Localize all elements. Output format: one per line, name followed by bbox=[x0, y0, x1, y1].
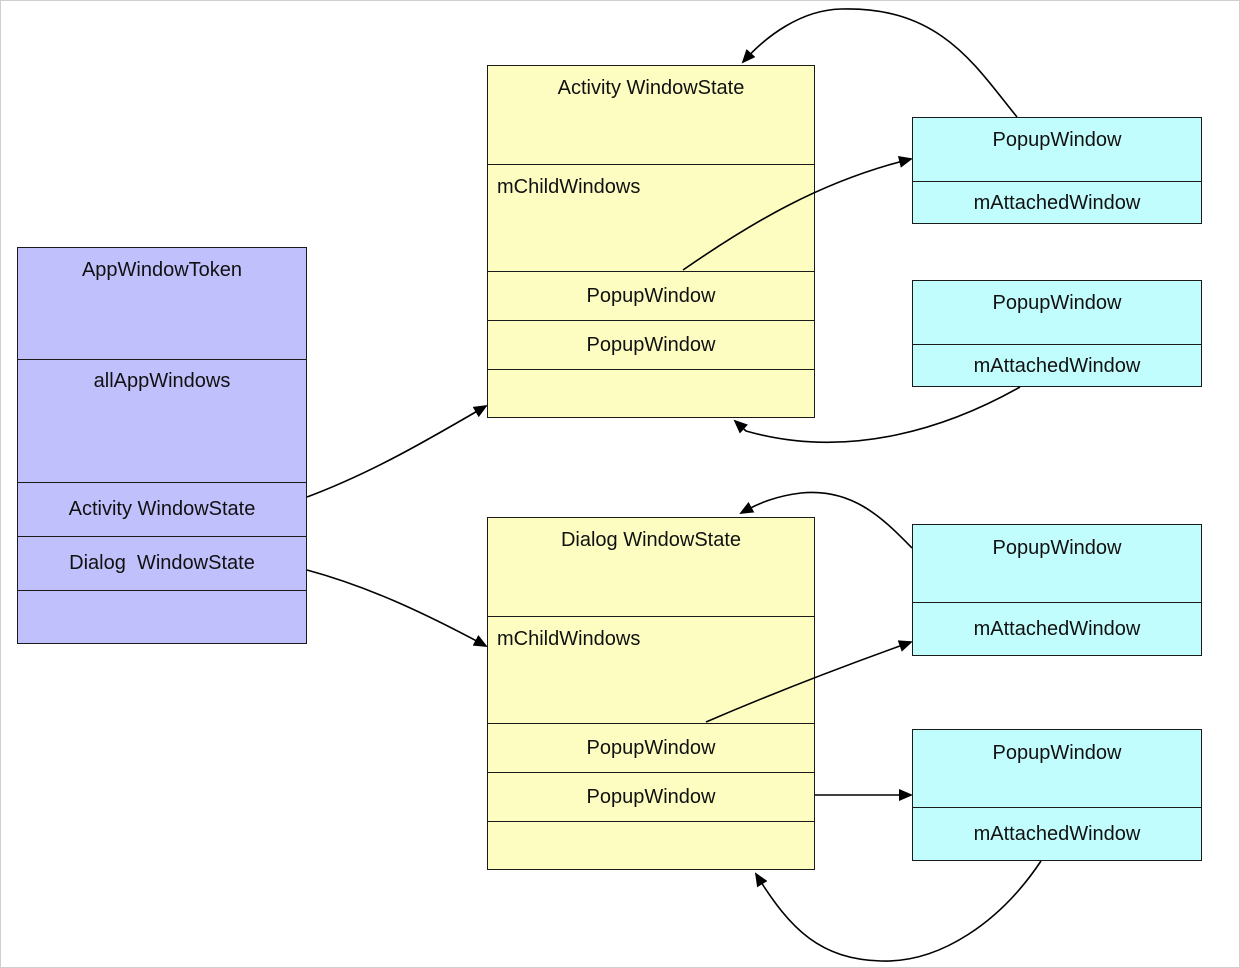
arrow-token-to-activity bbox=[306, 404, 488, 498]
app-window-token-box: AppWindowToken allAppWindows Activity Wi… bbox=[17, 247, 307, 644]
token-item-label: Dialog WindowState bbox=[69, 552, 255, 574]
activity-child-popup-1: PopupWindow bbox=[488, 271, 814, 320]
popup-title: PopupWindow bbox=[992, 292, 1122, 314]
activity-child-popup-2: PopupWindow bbox=[488, 320, 814, 369]
arrow-token-to-dialog bbox=[306, 569, 488, 647]
popup-window-box-3: PopupWindow mAttachedWindow bbox=[912, 524, 1202, 656]
activity-windowstate-box: Activity WindowState mChildWindows Popup… bbox=[487, 65, 815, 418]
popup-attached-window-label: mAttachedWindow bbox=[973, 192, 1141, 214]
dialog-state-title: Dialog WindowState bbox=[560, 529, 742, 551]
popup-attached-window-label: mAttachedWindow bbox=[973, 355, 1141, 377]
popup-title: PopupWindow bbox=[992, 742, 1122, 764]
token-item-dialog: Dialog WindowState bbox=[18, 536, 306, 590]
dialog-child-windows-cell: mChildWindows bbox=[488, 616, 814, 723]
popup-title-cell: PopupWindow bbox=[913, 730, 1201, 807]
dialog-empty-slot bbox=[488, 821, 814, 869]
token-title-cell: AppWindowToken bbox=[18, 248, 306, 359]
popup-attached-window-cell: mAttachedWindow bbox=[913, 602, 1201, 655]
popup-title-cell: PopupWindow bbox=[913, 525, 1201, 602]
token-empty-slot bbox=[18, 590, 306, 644]
popup-window-box-2: PopupWindow mAttachedWindow bbox=[912, 280, 1202, 387]
child-popup-label: PopupWindow bbox=[586, 786, 716, 808]
dialog-child-popup-2: PopupWindow bbox=[488, 772, 814, 821]
popup-window-box-4: PopupWindow mAttachedWindow bbox=[912, 729, 1202, 861]
popup-title: PopupWindow bbox=[992, 129, 1122, 151]
dialog-state-title-cell: Dialog WindowState bbox=[488, 518, 814, 616]
activity-child-windows-cell: mChildWindows bbox=[488, 164, 814, 271]
child-popup-label: PopupWindow bbox=[586, 285, 716, 307]
popup-attached-window-label: mAttachedWindow bbox=[973, 618, 1141, 640]
activity-empty-slot bbox=[488, 369, 814, 417]
popup-window-box-1: PopupWindow mAttachedWindow bbox=[912, 117, 1202, 224]
activity-state-title-cell: Activity WindowState bbox=[488, 66, 814, 164]
token-item-label: Activity WindowState bbox=[68, 498, 256, 520]
token-list-cell: allAppWindows bbox=[18, 359, 306, 482]
token-title: AppWindowToken bbox=[81, 259, 243, 281]
popup-attached-window-cell: mAttachedWindow bbox=[913, 344, 1201, 386]
popup-attached-window-label: mAttachedWindow bbox=[973, 823, 1141, 845]
arrow-popup-4-attached-to-dialog bbox=[754, 860, 1042, 962]
popup-attached-window-cell: mAttachedWindow bbox=[913, 181, 1201, 223]
dialog-windowstate-box: Dialog WindowState mChildWindows PopupWi… bbox=[487, 517, 815, 870]
activity-child-windows-label: mChildWindows bbox=[497, 176, 641, 198]
popup-title: PopupWindow bbox=[992, 537, 1122, 559]
dialog-child-windows-label: mChildWindows bbox=[497, 628, 641, 650]
token-item-activity: Activity WindowState bbox=[18, 482, 306, 536]
child-popup-label: PopupWindow bbox=[586, 334, 716, 356]
child-popup-label: PopupWindow bbox=[586, 737, 716, 759]
popup-title-cell: PopupWindow bbox=[913, 118, 1201, 181]
dialog-child-popup-1: PopupWindow bbox=[488, 723, 814, 772]
token-list-label: allAppWindows bbox=[93, 370, 231, 392]
activity-state-title: Activity WindowState bbox=[557, 77, 745, 99]
popup-attached-window-cell: mAttachedWindow bbox=[913, 807, 1201, 860]
popup-title-cell: PopupWindow bbox=[913, 281, 1201, 344]
